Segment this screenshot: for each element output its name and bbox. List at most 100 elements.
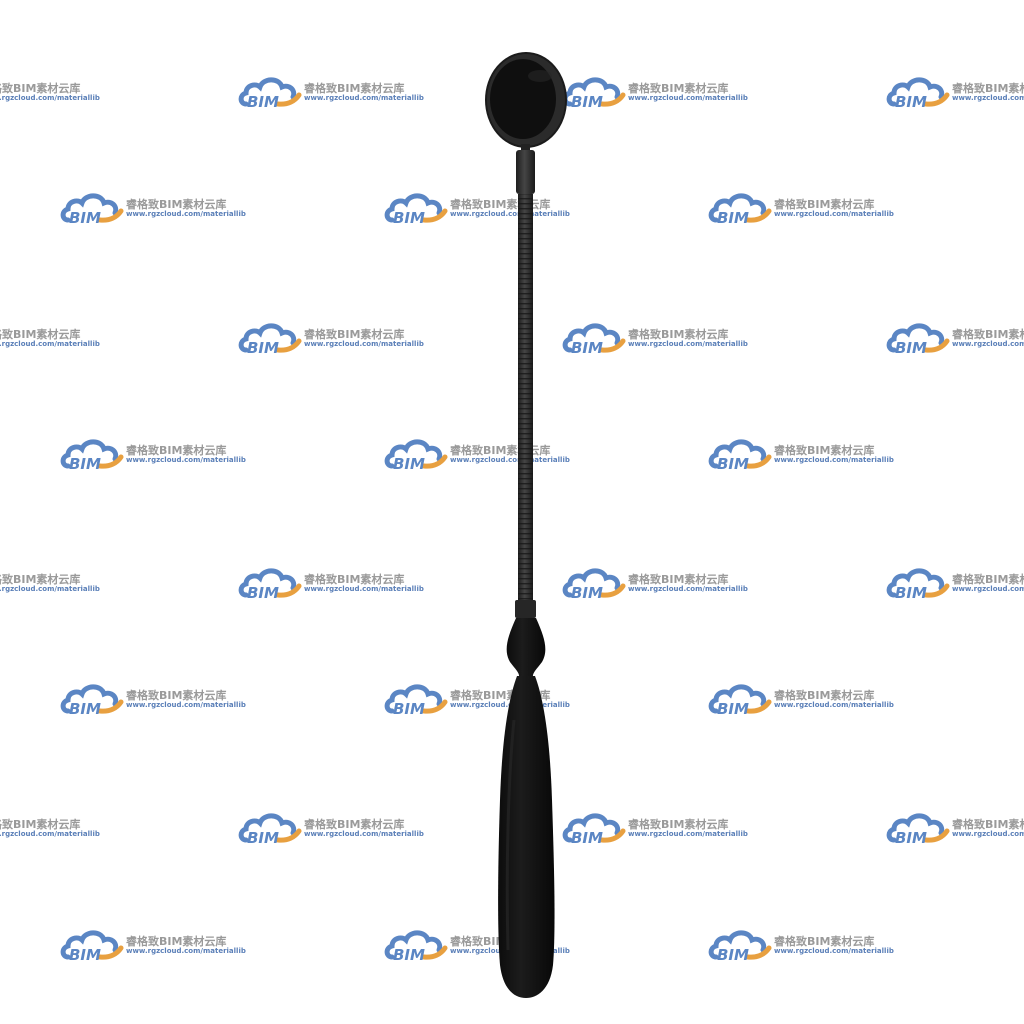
watermark-url: www.rgzcloud.com/materiallib bbox=[952, 94, 1024, 102]
svg-text:BIM: BIM bbox=[717, 946, 749, 963]
watermark-url: www.rgzcloud.com/materiallib bbox=[126, 701, 246, 709]
watermark-title: 睿格致BIM素材云库 bbox=[126, 935, 227, 948]
watermark-url: www.rgzcloud.com/materiallib bbox=[0, 94, 100, 102]
watermark-url: www.rgzcloud.com/materiallib bbox=[126, 210, 246, 218]
bim-cloud-logo: BIM bbox=[238, 320, 302, 356]
watermark-url: www.rgzcloud.com/materiallib bbox=[628, 94, 748, 102]
watermark-url: www.rgzcloud.com/materiallib bbox=[952, 585, 1024, 593]
watermark-tile: BIM 睿格致BIM素材云库 www.rgzcloud.com/material… bbox=[0, 320, 104, 356]
watermark-title: 睿格致BIM素材云库 bbox=[628, 82, 729, 95]
bim-cloud-logo: BIM bbox=[238, 74, 302, 110]
bim-cloud-logo: BIM bbox=[886, 810, 950, 846]
watermark-title: 睿格致BIM素材云库 bbox=[304, 328, 405, 341]
watermark-title: 睿格致BIM素材云库 bbox=[0, 328, 81, 341]
svg-text:BIM: BIM bbox=[247, 339, 279, 356]
svg-text:BIM: BIM bbox=[717, 700, 749, 717]
watermark-title: 睿格致BIM素材云库 bbox=[628, 573, 729, 586]
watermark-url: www.rgzcloud.com/materiallib bbox=[450, 456, 570, 464]
watermark-title: 睿格致BIM素材云库 bbox=[952, 82, 1024, 95]
svg-text:BIM: BIM bbox=[717, 209, 749, 226]
watermark-tile: BIM 睿格致BIM素材云库 www.rgzcloud.com/material… bbox=[562, 810, 752, 846]
watermark-url: www.rgzcloud.com/materiallib bbox=[304, 340, 424, 348]
watermark-url: www.rgzcloud.com/materiallib bbox=[774, 701, 894, 709]
bim-cloud-logo: BIM bbox=[562, 810, 626, 846]
watermark-title: 睿格致BIM素材云库 bbox=[628, 328, 729, 341]
watermark-tile: BIM 睿格致BIM素材云库 www.rgzcloud.com/material… bbox=[886, 320, 1024, 356]
bim-cloud-logo: BIM bbox=[886, 74, 950, 110]
watermark-url: www.rgzcloud.com/materiallib bbox=[952, 340, 1024, 348]
watermark-title: 睿格致BIM素材云库 bbox=[126, 198, 227, 211]
watermark-title: 睿格致BIM素材云库 bbox=[774, 444, 875, 457]
bim-cloud-logo: BIM bbox=[60, 927, 124, 963]
handle-bulb bbox=[506, 618, 546, 678]
svg-text:BIM: BIM bbox=[247, 829, 279, 846]
watermark-title: 睿格致BIM素材云库 bbox=[0, 818, 81, 831]
watermark-tile: BIM 睿格致BIM素材云库 www.rgzcloud.com/material… bbox=[562, 320, 752, 356]
svg-text:BIM: BIM bbox=[69, 209, 101, 226]
watermark-tile: BIM 睿格致BIM素材云库 www.rgzcloud.com/material… bbox=[708, 190, 898, 226]
watermark-tile: BIM 睿格致BIM素材云库 www.rgzcloud.com/material… bbox=[238, 810, 428, 846]
svg-text:BIM: BIM bbox=[571, 93, 603, 110]
watermark-url: www.rgzcloud.com/materiallib bbox=[628, 830, 748, 838]
watermark-url: www.rgzcloud.com/materiallib bbox=[304, 585, 424, 593]
bim-cloud-logo: BIM bbox=[708, 681, 772, 717]
svg-text:BIM: BIM bbox=[69, 700, 101, 717]
svg-text:BIM: BIM bbox=[717, 455, 749, 472]
shaft-collar-bottom bbox=[515, 600, 536, 618]
svg-text:BIM: BIM bbox=[247, 93, 279, 110]
bim-cloud-logo: BIM bbox=[60, 681, 124, 717]
watermark-title: 睿格致BIM素材云库 bbox=[628, 818, 729, 831]
watermark-title: 睿格致BIM素材云库 bbox=[952, 328, 1024, 341]
watermark-tile: BIM 睿格致BIM素材云库 www.rgzcloud.com/material… bbox=[562, 74, 752, 110]
bim-cloud-logo: BIM bbox=[384, 927, 448, 963]
watermark-tile: BIM 睿格致BIM素材云库 www.rgzcloud.com/material… bbox=[0, 810, 104, 846]
watermark-tile: BIM 睿格致BIM素材云库 www.rgzcloud.com/material… bbox=[886, 565, 1024, 601]
bim-cloud-logo: BIM bbox=[886, 320, 950, 356]
watermark-title: 睿格致BIM素材云库 bbox=[0, 573, 81, 586]
bim-cloud-logo: BIM bbox=[60, 190, 124, 226]
bim-cloud-logo: BIM bbox=[562, 565, 626, 601]
watermark-title: 睿格致BIM素材云库 bbox=[304, 82, 405, 95]
watermark-url: www.rgzcloud.com/materiallib bbox=[126, 456, 246, 464]
watermark-url: www.rgzcloud.com/materiallib bbox=[628, 340, 748, 348]
bim-cloud-logo: BIM bbox=[562, 320, 626, 356]
mirror-reflection bbox=[528, 70, 552, 82]
bim-cloud-logo: BIM bbox=[708, 927, 772, 963]
watermark-url: www.rgzcloud.com/materiallib bbox=[774, 947, 894, 955]
watermark-url: www.rgzcloud.com/materiallib bbox=[0, 830, 100, 838]
svg-text:BIM: BIM bbox=[571, 339, 603, 356]
bim-cloud-logo: BIM bbox=[708, 190, 772, 226]
watermark-tile: BIM 睿格致BIM素材云库 www.rgzcloud.com/material… bbox=[60, 436, 250, 472]
mirror-head bbox=[485, 52, 567, 148]
watermark-tile: BIM 睿格致BIM素材云库 www.rgzcloud.com/material… bbox=[60, 190, 250, 226]
handle bbox=[498, 618, 555, 998]
watermark-url: www.rgzcloud.com/materiallib bbox=[952, 830, 1024, 838]
watermark-title: 睿格致BIM素材云库 bbox=[0, 82, 81, 95]
svg-text:BIM: BIM bbox=[393, 946, 425, 963]
svg-text:BIM: BIM bbox=[895, 829, 927, 846]
watermark-title: 睿格致BIM素材云库 bbox=[774, 935, 875, 948]
svg-text:BIM: BIM bbox=[895, 339, 927, 356]
watermark-tile: BIM 睿格致BIM素材云库 www.rgzcloud.com/material… bbox=[60, 681, 250, 717]
watermark-tile: BIM 睿格致BIM素材云库 www.rgzcloud.com/material… bbox=[886, 74, 1024, 110]
watermark-url: www.rgzcloud.com/materiallib bbox=[450, 210, 570, 218]
watermark-tile: BIM 睿格致BIM素材云库 www.rgzcloud.com/material… bbox=[708, 436, 898, 472]
watermark-tile: BIM 睿格致BIM素材云库 www.rgzcloud.com/material… bbox=[238, 74, 428, 110]
watermark-tile: BIM 睿格致BIM素材云库 www.rgzcloud.com/material… bbox=[562, 565, 752, 601]
watermark-tile: BIM 睿格致BIM素材云库 www.rgzcloud.com/material… bbox=[0, 565, 104, 601]
watermark-url: www.rgzcloud.com/materiallib bbox=[774, 210, 894, 218]
watermark-title: 睿格致BIM素材云库 bbox=[304, 573, 405, 586]
watermark-tile: BIM 睿格致BIM素材云库 www.rgzcloud.com/material… bbox=[708, 681, 898, 717]
svg-text:BIM: BIM bbox=[393, 455, 425, 472]
watermark-tile: BIM 睿格致BIM素材云库 www.rgzcloud.com/material… bbox=[238, 565, 428, 601]
watermark-url: www.rgzcloud.com/materiallib bbox=[628, 585, 748, 593]
svg-text:BIM: BIM bbox=[69, 455, 101, 472]
bim-cloud-logo: BIM bbox=[60, 436, 124, 472]
watermark-tile: BIM 睿格致BIM素材云库 www.rgzcloud.com/material… bbox=[708, 927, 898, 963]
watermark-url: www.rgzcloud.com/materiallib bbox=[0, 585, 100, 593]
watermark-title: 睿格致BIM素材云库 bbox=[304, 818, 405, 831]
svg-text:BIM: BIM bbox=[895, 584, 927, 601]
watermark-title: 睿格致BIM素材云库 bbox=[952, 573, 1024, 586]
